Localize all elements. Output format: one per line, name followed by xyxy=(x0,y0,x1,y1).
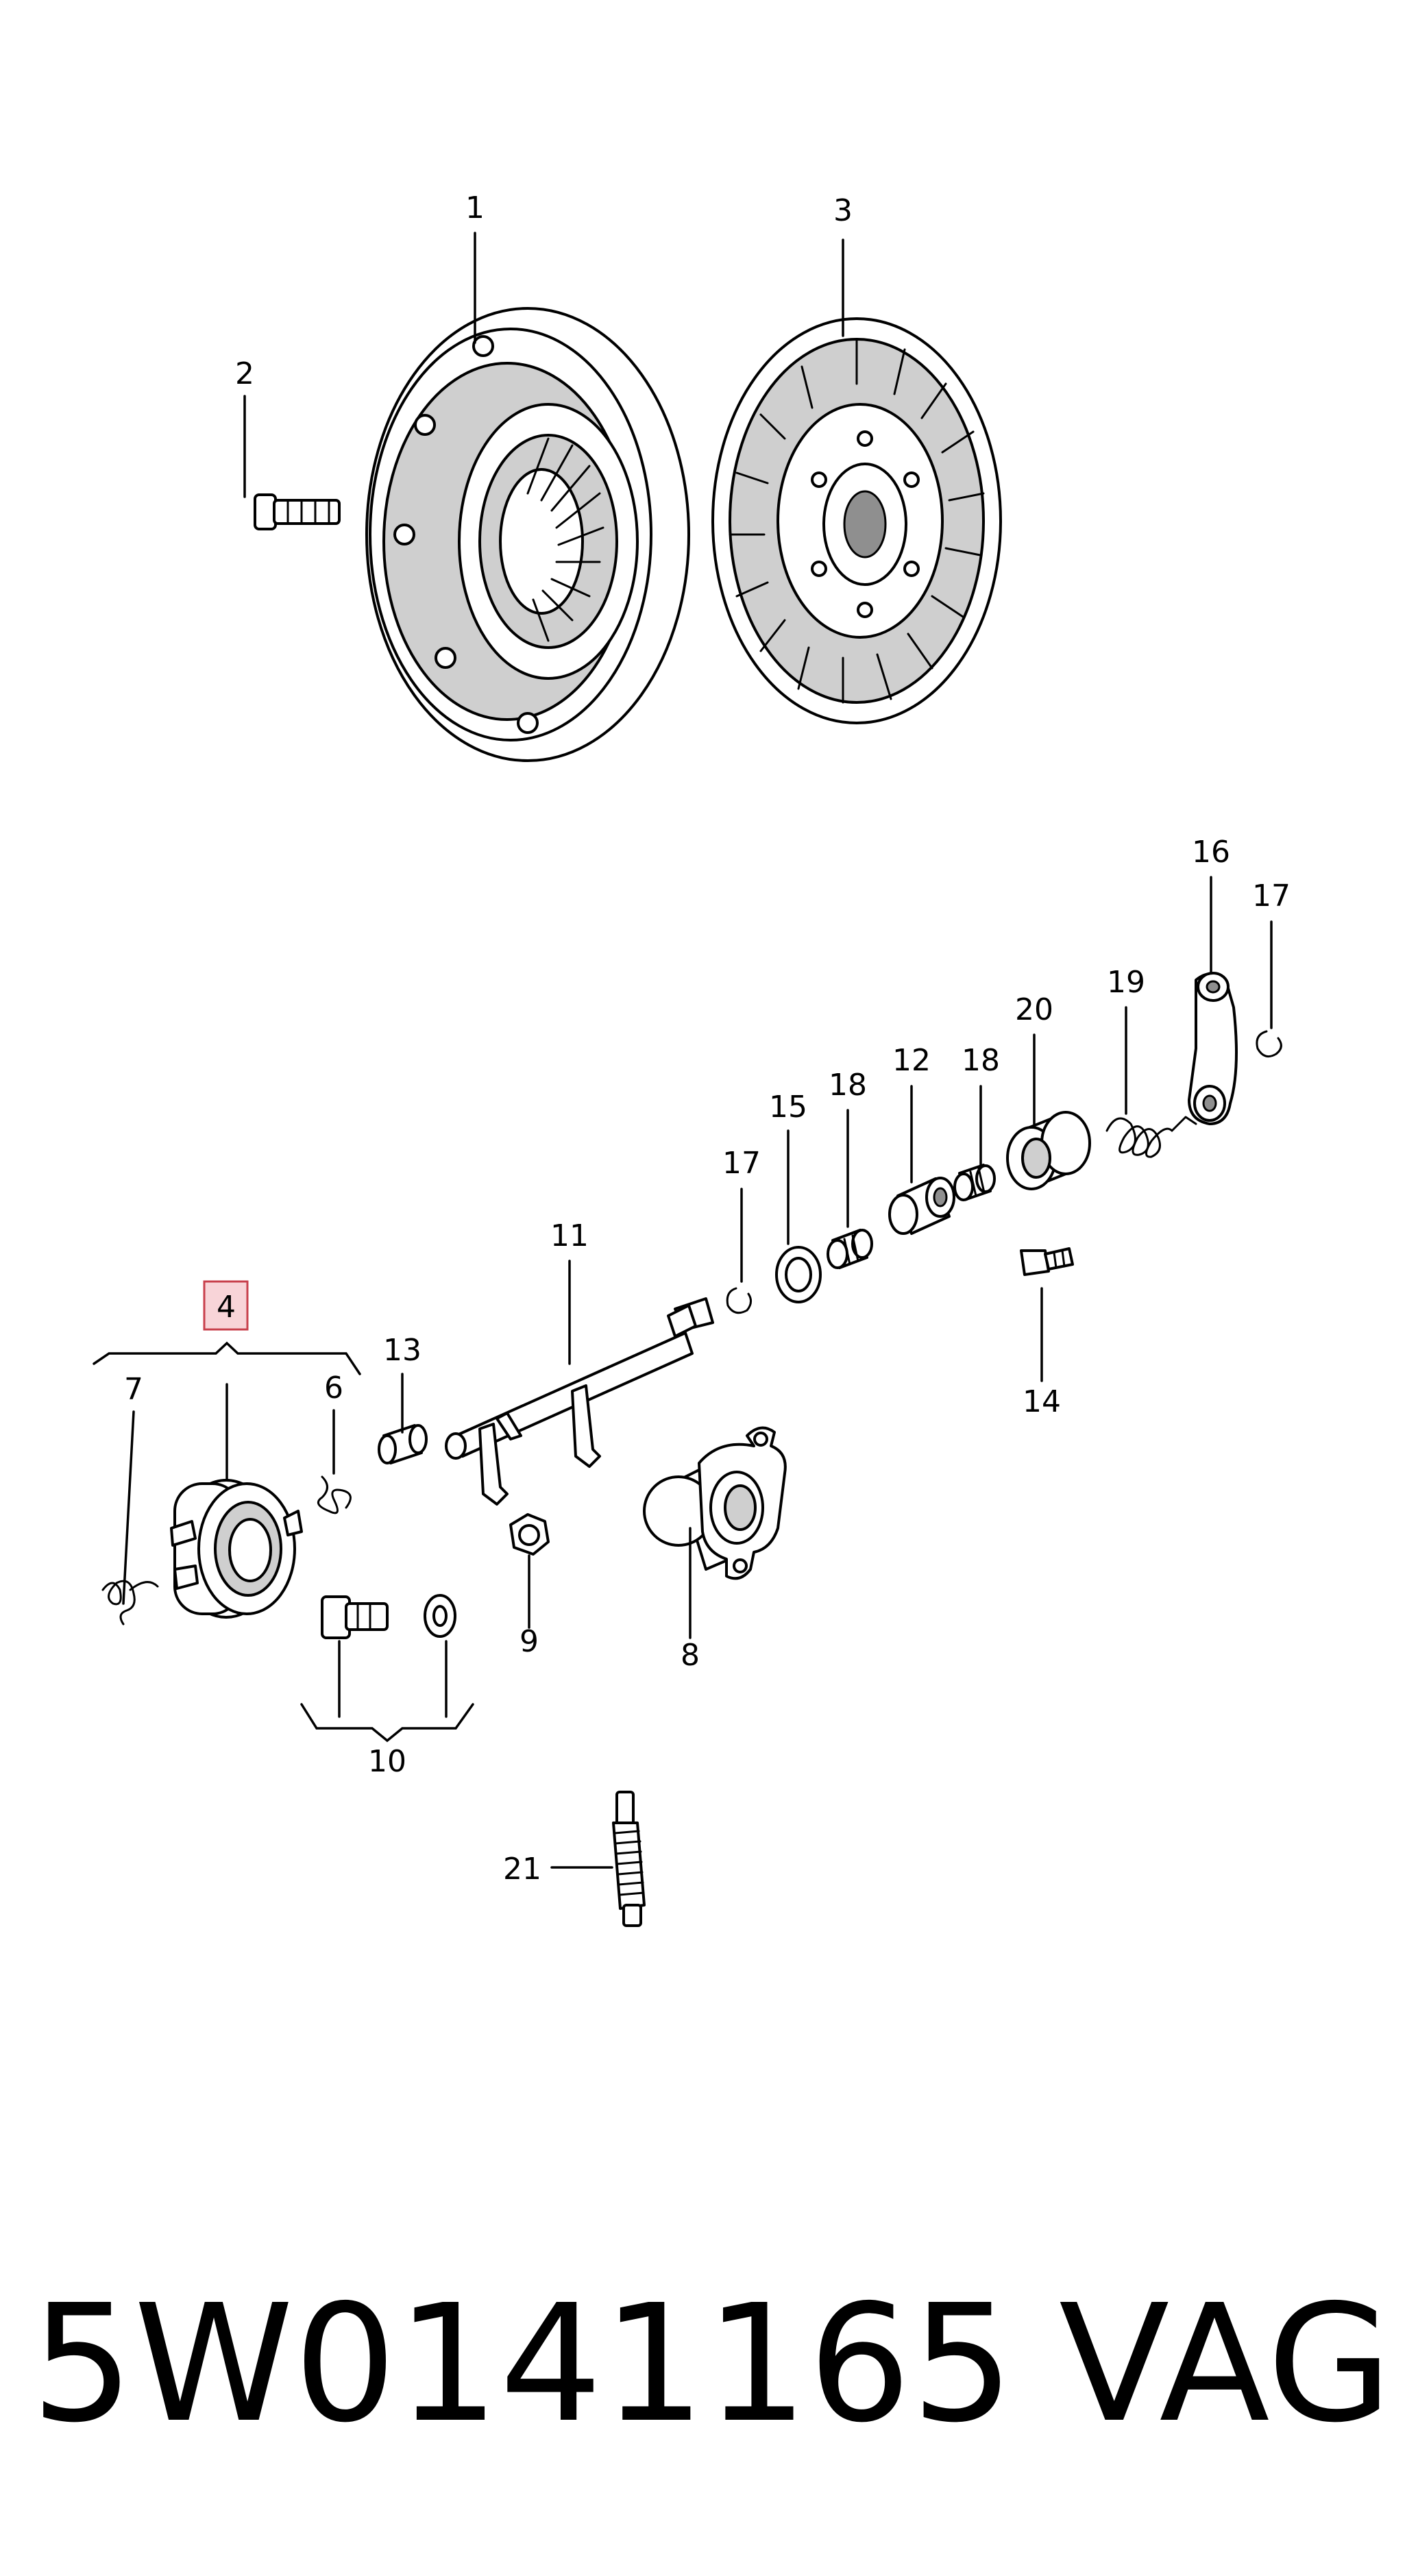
release-shaft-part[interactable] xyxy=(445,1297,714,1506)
shaft-bush-part[interactable] xyxy=(888,1177,955,1235)
part-number-label: 5W0141165 xyxy=(31,2270,1014,2458)
hex-nut-part[interactable] xyxy=(509,1513,550,1556)
return-spring-part[interactable] xyxy=(1105,1116,1197,1158)
callout-4-highlight xyxy=(203,1280,249,1331)
callout-label[interactable]: 1 xyxy=(465,191,485,225)
bearing-bush-part[interactable] xyxy=(827,1164,996,1269)
brand-label: VAG xyxy=(1059,2270,1393,2458)
callout-label[interactable]: 19 xyxy=(1107,965,1145,1000)
bolt-and-washer-part[interactable] xyxy=(321,1594,456,1639)
callout-label[interactable]: 14 xyxy=(1023,1384,1061,1419)
flywheel-bolt-part[interactable] xyxy=(254,493,341,530)
callout-label[interactable]: 7 xyxy=(124,1372,143,1407)
callout-label[interactable]: 17 xyxy=(1252,879,1291,913)
shaft-sleeve-part[interactable] xyxy=(378,1424,428,1464)
callout-label[interactable]: 12 xyxy=(892,1043,931,1078)
callout-label[interactable]: 8 xyxy=(681,1638,700,1673)
leader-lines xyxy=(93,232,1273,1869)
callout-label[interactable]: 2 xyxy=(235,356,254,391)
bearing-cup-part[interactable] xyxy=(1006,1111,1091,1190)
callout-label[interactable]: 18 xyxy=(962,1043,1000,1078)
callout-label[interactable]: 20 xyxy=(1015,992,1053,1027)
release-bearing-part[interactable] xyxy=(170,1479,303,1619)
callout-label[interactable]: 10 xyxy=(368,1744,406,1779)
threaded-stud-part[interactable] xyxy=(612,1791,646,1927)
callout-label[interactable]: 21 xyxy=(503,1852,541,1887)
release-lever-part[interactable] xyxy=(1188,972,1238,1125)
callout-label[interactable]: 11 xyxy=(550,1218,589,1253)
callout-label[interactable]: 13 xyxy=(383,1333,421,1368)
circlip-part[interactable] xyxy=(726,1030,1282,1314)
fixing-screw-part[interactable] xyxy=(1020,1247,1074,1276)
pressure-plate-part[interactable] xyxy=(365,307,690,762)
callout-label[interactable]: 15 xyxy=(769,1090,807,1125)
callout-label[interactable]: 18 xyxy=(829,1068,867,1103)
callout-label[interactable]: 16 xyxy=(1192,835,1230,870)
callout-label[interactable]: 3 xyxy=(833,193,853,228)
spring-clip-part[interactable] xyxy=(101,1580,159,1626)
callout-label[interactable]: 6 xyxy=(324,1371,343,1406)
guide-sleeve-part[interactable] xyxy=(643,1426,787,1580)
seal-ring-part[interactable] xyxy=(775,1246,822,1303)
callout-label[interactable]: 17 xyxy=(722,1146,761,1181)
callout-label-highlighted[interactable]: 4 xyxy=(217,1290,236,1325)
retaining-clip-part[interactable] xyxy=(317,1475,352,1514)
callout-label[interactable]: 9 xyxy=(519,1624,539,1659)
clutch-disc-part[interactable] xyxy=(711,317,1002,724)
